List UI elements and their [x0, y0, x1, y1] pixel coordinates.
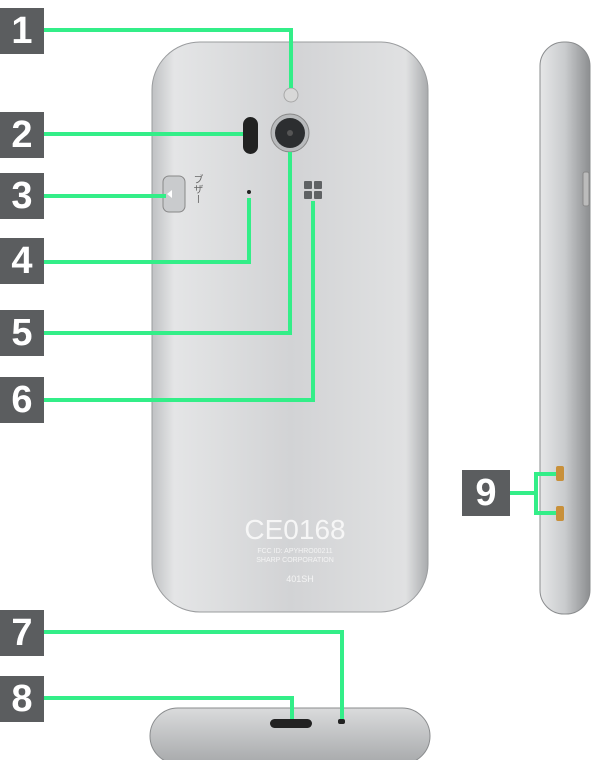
manufacturer: SHARP CORPORATION	[256, 557, 334, 564]
model-number: 401SH	[286, 574, 314, 584]
callout-9: 9	[462, 470, 510, 516]
callout-4: 4	[0, 238, 44, 284]
callout-6: 6	[0, 377, 44, 423]
callout-7: 7	[0, 610, 44, 656]
ir-port	[243, 117, 258, 154]
ce-mark: CE0168	[244, 514, 346, 545]
callout-lines	[44, 28, 556, 719]
usb-port	[270, 719, 312, 728]
callout-1: 1	[0, 8, 44, 54]
callout-3: 3	[0, 173, 44, 219]
charging-terminal-bottom	[556, 506, 564, 521]
buzzer-button[interactable]	[162, 175, 186, 213]
buzzer-arrow-icon	[167, 190, 172, 198]
callout-5: 5	[0, 310, 44, 356]
camera-lens-center	[287, 130, 293, 136]
flash-light	[283, 87, 299, 103]
buzzer-label: ブザー	[191, 174, 202, 204]
side-key	[582, 171, 590, 207]
nfc-mark-icon	[304, 181, 322, 199]
charging-terminal-top	[556, 466, 564, 481]
callout-2: 2	[0, 112, 44, 158]
microphone-hole	[247, 190, 251, 194]
fcc-id: FCC ID: APYHRO00211	[257, 548, 333, 555]
phone-side	[539, 41, 591, 615]
bottom-mic-hole	[338, 719, 345, 724]
callout-8: 8	[0, 676, 44, 722]
